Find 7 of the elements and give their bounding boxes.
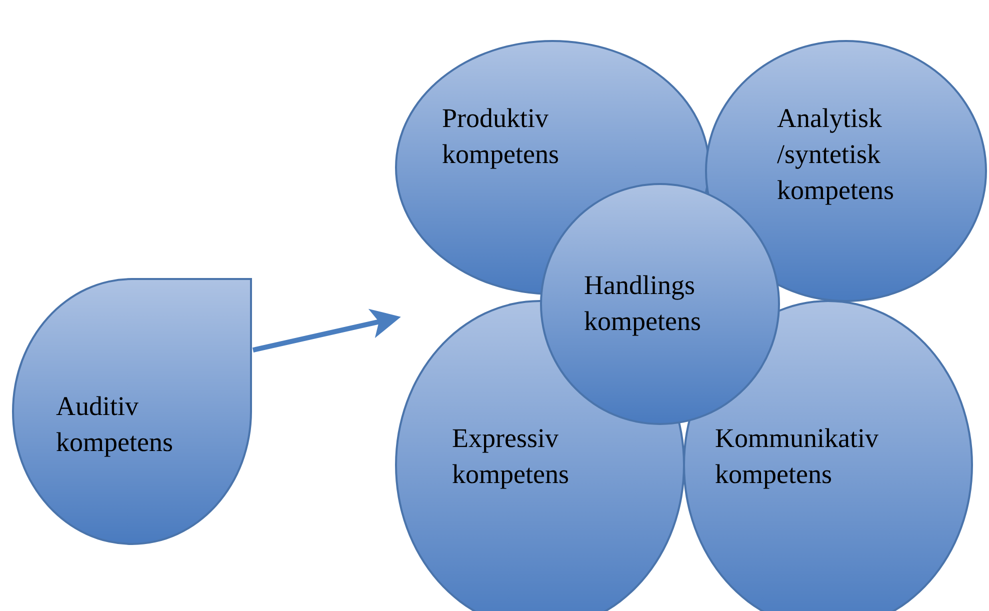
node-label: Produktiv kompetens [442,102,560,171]
node-label: Expressiv kompetens [452,422,570,491]
node-label: Kommunikativ kompetens [715,422,880,491]
node-label: Handlings kompetens [584,269,702,338]
arrow [252,308,401,353]
node-label: Auditiv kompetens [56,390,174,459]
node-label: Analytisk /syntetisk kompetens [777,102,895,207]
